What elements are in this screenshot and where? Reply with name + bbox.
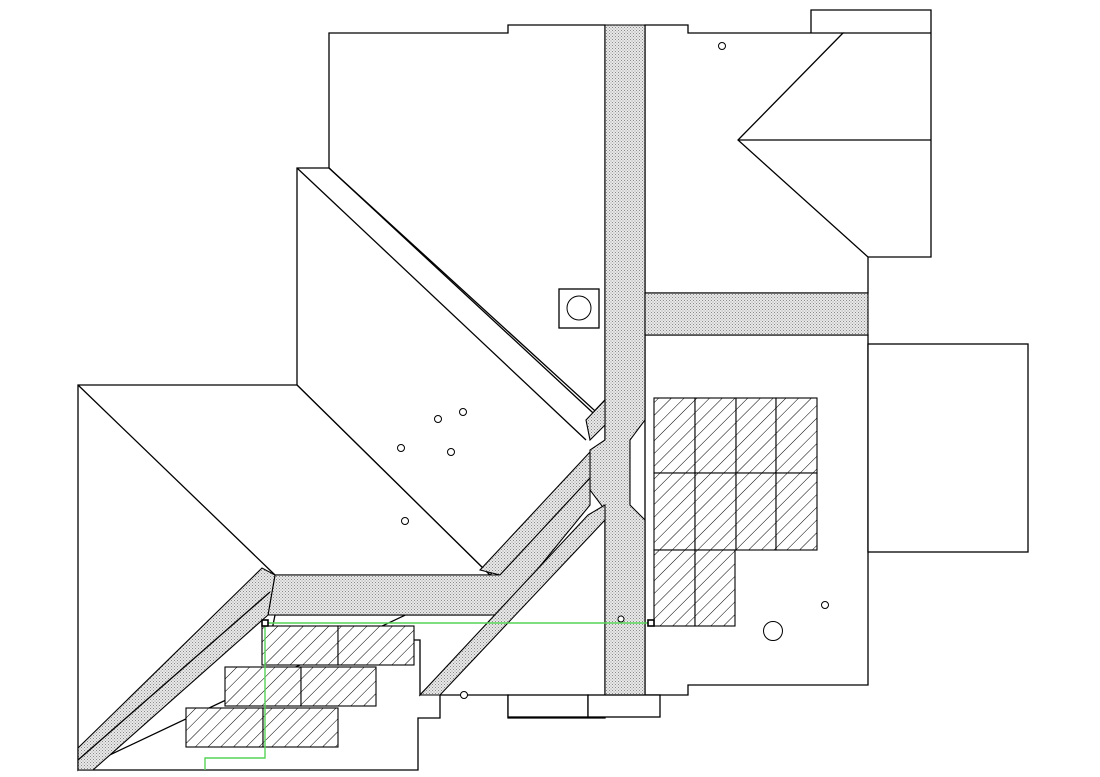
roof-annex-east xyxy=(867,343,1029,553)
roof-bay-north-east xyxy=(810,9,932,258)
roof-section-north-east xyxy=(644,24,869,294)
bay-south-right xyxy=(587,694,661,718)
junction-box-west xyxy=(261,619,269,627)
pv-panel xyxy=(224,666,302,707)
pv-panel xyxy=(653,397,696,474)
pv-panel xyxy=(735,397,777,474)
roof-vent-icon xyxy=(401,517,409,525)
conduit-run xyxy=(204,622,651,770)
roof-vent-icon xyxy=(821,601,829,609)
roof-vent-icon xyxy=(397,444,405,452)
pv-panel xyxy=(694,472,737,551)
roof-vent-icon xyxy=(460,691,468,699)
roof-vent-large-icon xyxy=(763,621,783,641)
valley-east-horizontal xyxy=(644,292,869,336)
pv-array-west xyxy=(185,625,415,748)
pv-panel xyxy=(262,707,339,748)
roof-vent-icon xyxy=(617,615,625,623)
pv-panel xyxy=(775,397,818,474)
pv-panel xyxy=(261,625,339,666)
roof-vent-icon xyxy=(447,448,455,456)
pv-panel xyxy=(694,397,737,474)
valley-diagonal-west xyxy=(77,567,276,771)
roof-vent-icon xyxy=(718,42,726,50)
pv-panel xyxy=(185,707,264,748)
chimney-flue-icon xyxy=(566,295,592,321)
junction-box-east xyxy=(647,619,655,627)
roof-vent-icon xyxy=(434,415,442,423)
pv-panel xyxy=(653,472,696,551)
pv-panel xyxy=(694,549,736,627)
bay-south-left xyxy=(507,694,589,718)
roof-vent-icon xyxy=(459,408,467,416)
valley-diagonal-upper xyxy=(585,398,606,442)
pv-panel xyxy=(775,472,818,551)
pv-panel xyxy=(300,666,377,707)
pv-panel xyxy=(337,625,415,666)
pv-panel xyxy=(653,549,696,627)
valley-diagonal-lower xyxy=(418,504,606,696)
pv-array-east xyxy=(653,397,818,627)
valley-south-horizontal xyxy=(267,476,591,616)
pv-panel xyxy=(735,472,777,551)
